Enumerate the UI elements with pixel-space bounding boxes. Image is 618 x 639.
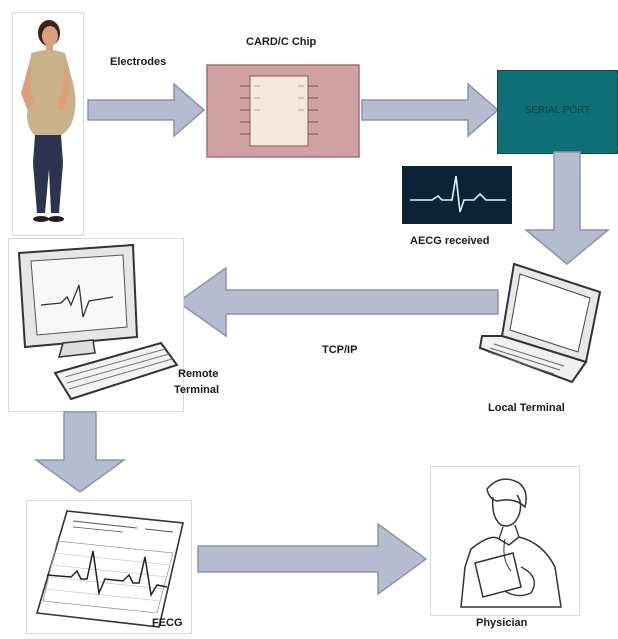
aecg-received-label: AECG received xyxy=(410,235,490,247)
ecg-paper-icon xyxy=(26,500,192,634)
remote-terminal-label-line1: Remote xyxy=(178,368,219,380)
physician-image xyxy=(430,466,580,616)
monitor-keyboard-icon xyxy=(8,238,184,412)
serial-port-box: SERIAL PORT xyxy=(497,70,618,154)
fecg-label: FECG xyxy=(152,617,183,629)
chip-icon xyxy=(206,64,360,158)
chip-label: CARD/C Chip xyxy=(246,36,317,48)
arrow-fecg-to-physician xyxy=(196,520,428,598)
arrow-remote-to-fecg xyxy=(34,410,126,494)
arrow-serial-to-local-terminal xyxy=(524,150,610,266)
arrow-local-to-remote-terminal xyxy=(176,264,500,340)
arrow-chip-to-serial-port xyxy=(360,80,500,140)
laptop-icon xyxy=(478,258,608,388)
local-terminal-label: Local Terminal xyxy=(488,402,565,414)
tcp-ip-label: TCP/IP xyxy=(322,344,358,356)
remote-terminal-label-line2: Terminal xyxy=(174,384,220,396)
electrodes-label: Electrodes xyxy=(110,56,167,68)
patient-image xyxy=(12,12,84,236)
serial-port-label: SERIAL PORT xyxy=(524,105,591,116)
ecg-waveform-icon xyxy=(402,166,512,224)
arrow-patient-to-chip xyxy=(86,80,206,140)
physician-label: Physician xyxy=(476,617,528,629)
